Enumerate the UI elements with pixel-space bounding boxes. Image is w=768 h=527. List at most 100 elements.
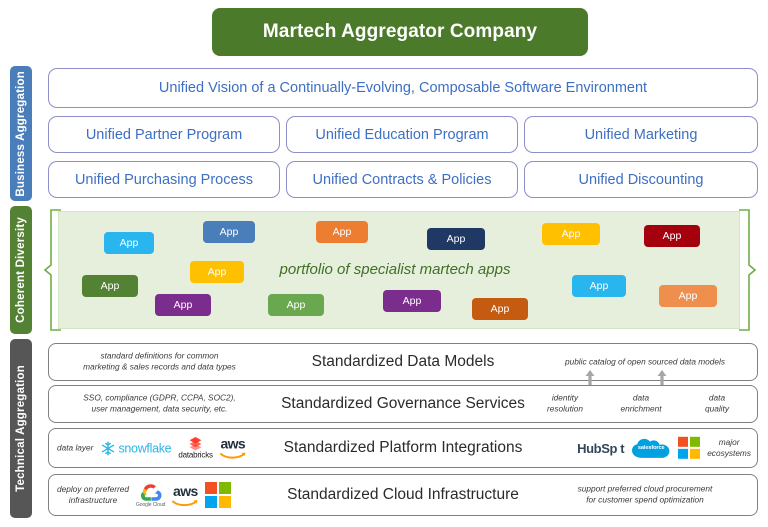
band-label-business-aggregation: Business Aggregation bbox=[10, 66, 32, 201]
salesforce-logo-icon: salesforce bbox=[631, 438, 671, 459]
aws-logo-icon: aws bbox=[219, 435, 246, 460]
business-box-unified-marketing: Unified Marketing bbox=[524, 116, 758, 153]
microsoft-logo-icon bbox=[205, 482, 232, 508]
business-box-label: Unified Contracts & Policies bbox=[312, 171, 492, 188]
band-label-business-text: Business Aggregation bbox=[15, 70, 27, 197]
app-chip: App bbox=[542, 223, 600, 245]
tech-row-standardized-governance-services: SSO, compliance (GDPR, CCPA, SOC2),user … bbox=[48, 385, 758, 423]
app-chip-label: App bbox=[119, 237, 139, 249]
databricks-wordmark: databricks bbox=[178, 450, 213, 460]
aws-wordmark: aws bbox=[173, 482, 198, 499]
bidirectional-arrow-icon bbox=[585, 370, 595, 398]
portfolio-caption-text: portfolio of specialist martech apps bbox=[279, 261, 511, 278]
app-chip-label: App bbox=[219, 226, 239, 238]
business-box-unified-vision-label: Unified Vision of a Continually-Evolving… bbox=[158, 80, 648, 96]
band-label-technical-text: Technical Aggregation bbox=[15, 365, 27, 492]
aws-smile-icon bbox=[172, 499, 198, 506]
aws-smile-icon bbox=[219, 452, 246, 459]
microsoft-square-red bbox=[678, 437, 689, 447]
app-chip-label: App bbox=[332, 226, 352, 238]
business-box-label: Unified Purchasing Process bbox=[74, 171, 254, 188]
databricks-logo-icon: databricks bbox=[178, 437, 213, 460]
business-box-label: Unified Marketing bbox=[584, 126, 698, 143]
microsoft-square-red bbox=[205, 482, 218, 494]
microsoft-square-blue bbox=[205, 496, 218, 508]
app-chip-label: App bbox=[173, 299, 193, 311]
app-chip: App bbox=[472, 298, 528, 320]
app-chip: App bbox=[383, 290, 441, 312]
app-chip: App bbox=[268, 294, 324, 316]
bidirectional-arrow-icon bbox=[657, 370, 667, 398]
salesforce-wordmark: salesforce bbox=[637, 445, 665, 451]
app-chip: App bbox=[644, 225, 700, 247]
snowflake-wordmark: snowflake bbox=[118, 441, 172, 455]
band-label-coherent-diversity: Coherent Diversity bbox=[10, 206, 32, 334]
app-chip-label: App bbox=[286, 299, 306, 311]
snowflake-glyph-icon bbox=[102, 440, 115, 456]
microsoft-square-blue bbox=[678, 449, 689, 459]
app-chip-label: App bbox=[662, 230, 682, 242]
business-box-label: Unified Discounting bbox=[578, 171, 704, 188]
business-box-unified-education-program: Unified Education Program bbox=[286, 116, 518, 153]
platform-left-note: data layer bbox=[57, 442, 94, 453]
tech-row-governance-left-note: SSO, compliance (GDPR, CCPA, SOC2),user … bbox=[83, 392, 236, 414]
microsoft-logo-icon bbox=[678, 437, 701, 459]
google-cloud-wordmark: Google Cloud bbox=[135, 501, 166, 508]
business-box-label: Unified Education Program bbox=[315, 126, 489, 143]
salesforce-cloud-icon bbox=[632, 438, 670, 458]
app-chip-label: App bbox=[207, 266, 227, 278]
app-chip-label: App bbox=[100, 280, 120, 292]
app-chip: App bbox=[190, 261, 244, 283]
app-chip: App bbox=[82, 275, 138, 297]
hubspot-logo-icon: HubSp t bbox=[577, 441, 624, 456]
google-cloud-glyph-icon bbox=[140, 483, 162, 501]
business-box-unified-purchasing-process: Unified Purchasing Process bbox=[48, 161, 280, 198]
tech-row-data-models-right-note: public catalog of open sourced data mode… bbox=[564, 356, 726, 367]
google-cloud-logo-icon: Google Cloud bbox=[136, 483, 165, 508]
app-chip: App bbox=[203, 221, 255, 243]
band-label-technical-aggregation: Technical Aggregation bbox=[10, 339, 32, 518]
microsoft-square-yellow bbox=[690, 449, 701, 459]
snowflake-logo-icon: snowflake bbox=[100, 440, 172, 456]
band-label-coherent-text: Coherent Diversity bbox=[15, 217, 27, 323]
brace-right-icon bbox=[739, 209, 756, 331]
microsoft-square-green bbox=[690, 437, 701, 447]
app-chip: App bbox=[104, 232, 154, 254]
app-chip: App bbox=[572, 275, 626, 297]
app-chip: App bbox=[427, 228, 485, 250]
tech-row-standardized-platform-integrations: data layer snowflake bbox=[48, 428, 758, 468]
aws-wordmark: aws bbox=[220, 435, 246, 452]
hubspot-wordmark: HubSp t bbox=[577, 440, 625, 456]
app-chip-label: App bbox=[678, 290, 698, 302]
app-chip-label: App bbox=[446, 233, 466, 245]
app-chip-label: App bbox=[561, 228, 581, 240]
page-title: Martech Aggregator Company bbox=[212, 8, 588, 56]
brace-left-icon bbox=[44, 209, 61, 331]
microsoft-square-yellow bbox=[219, 496, 232, 508]
aws-logo-icon: aws bbox=[172, 484, 198, 507]
business-box-unified-partner-program: Unified Partner Program bbox=[48, 116, 280, 153]
business-box-unified-vision: Unified Vision of a Continually-Evolving… bbox=[48, 68, 758, 108]
databricks-glyph-icon bbox=[189, 437, 202, 451]
microsoft-square-green bbox=[219, 482, 232, 494]
app-chip: App bbox=[659, 285, 717, 307]
app-chip: App bbox=[316, 221, 368, 243]
platform-left-logos: data layer snowflake bbox=[57, 437, 246, 460]
app-chip: App bbox=[155, 294, 211, 316]
page-title-text: Martech Aggregator Company bbox=[262, 21, 538, 42]
app-chip-label: App bbox=[589, 280, 609, 292]
app-chip-label: App bbox=[402, 295, 422, 307]
portfolio-caption: portfolio of specialist martech apps bbox=[245, 261, 545, 278]
